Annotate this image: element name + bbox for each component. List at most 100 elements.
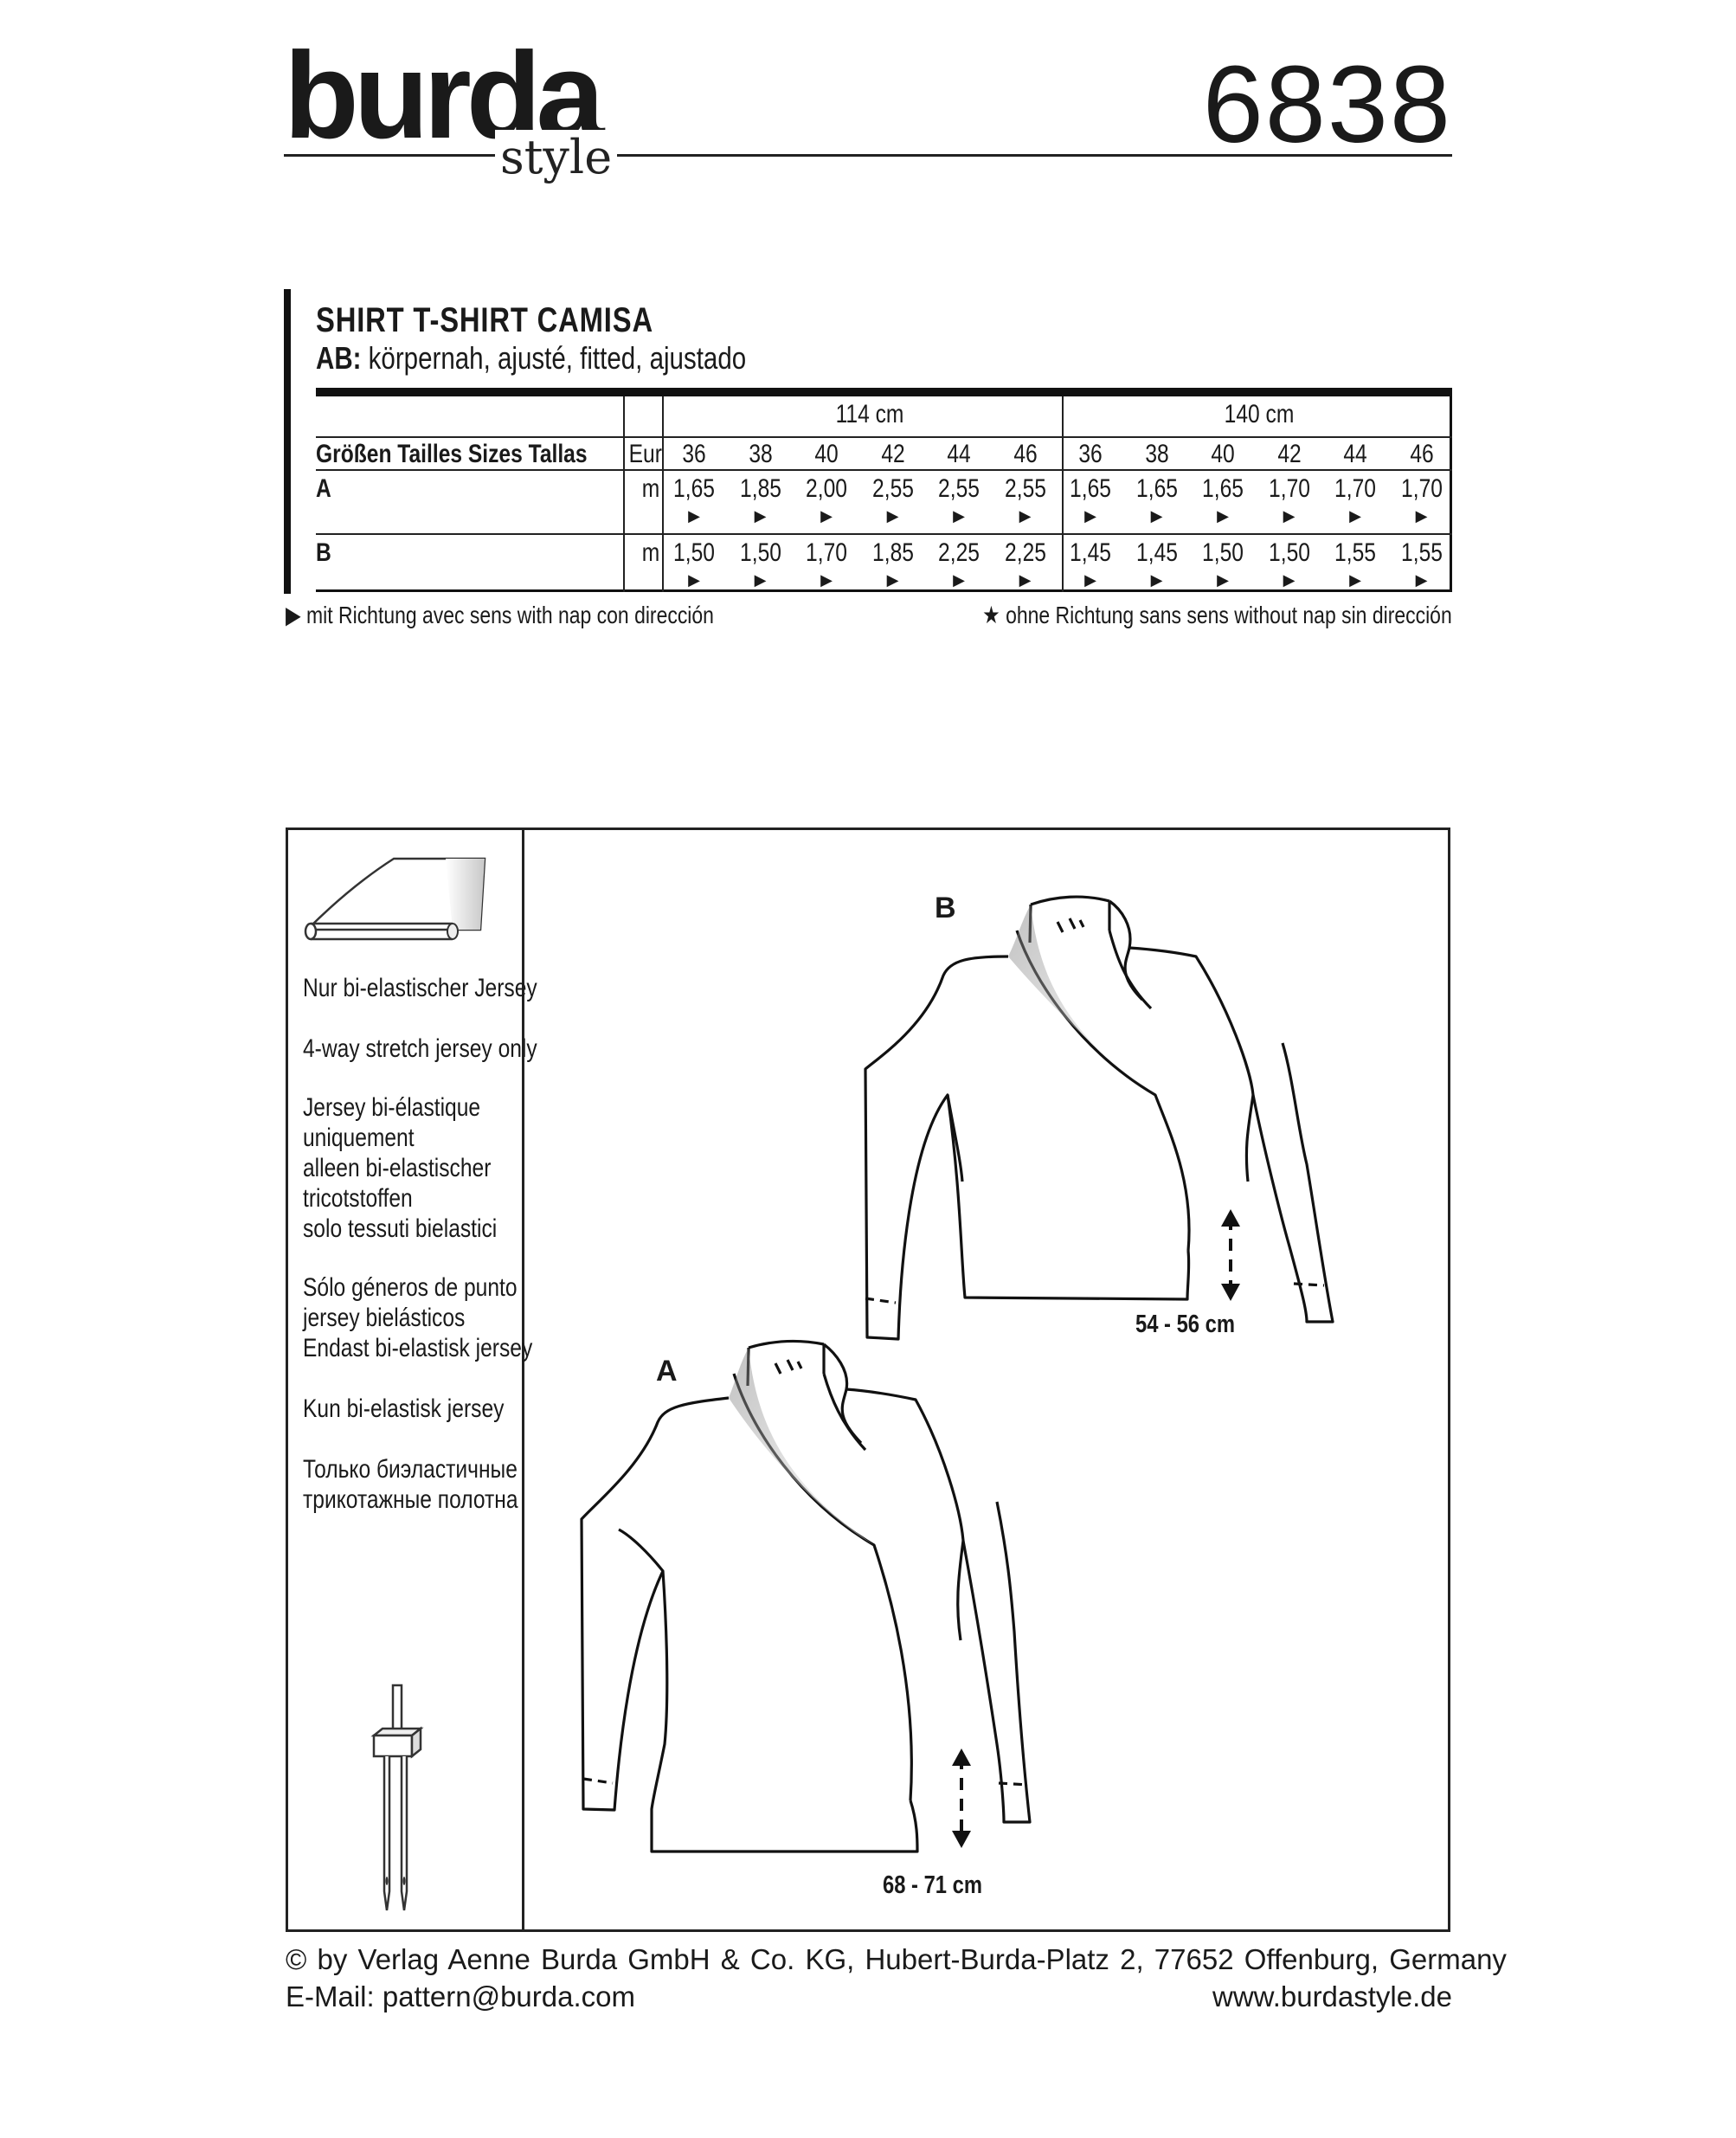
row-label-a: A: [316, 474, 331, 503]
size-42: 42: [880, 440, 905, 468]
garment-title: SHIRT T-SHIRT CAMISA: [316, 301, 653, 339]
row-label-b: B: [316, 538, 331, 567]
with-nap-marker: ▶: [688, 507, 700, 525]
yardage-value: 2,25: [1004, 538, 1046, 567]
yardage-value: 2,00: [806, 474, 847, 503]
yardage-value: 1,50: [1202, 538, 1244, 567]
yardage-value: 1,65: [673, 474, 715, 503]
with-nap-marker: ▶: [1150, 507, 1163, 525]
yardage-value: 2,55: [938, 474, 980, 503]
size-44: 44: [1343, 440, 1367, 468]
fabric-note-line: uniquement: [303, 1124, 415, 1152]
with-nap-marker: ▶: [1084, 571, 1096, 589]
with-nap-marker: ▶: [1349, 571, 1361, 589]
table-divider: [662, 396, 664, 592]
legend-with-nap: ▶ mit Richtung avec sens with nap con di…: [286, 602, 714, 628]
size-40: 40: [814, 440, 839, 468]
yardage-value: 1,50: [1268, 538, 1310, 567]
yardage-value: 1,85: [739, 474, 781, 503]
fabric-note-line: Nur bi-elastischer Jersey: [303, 974, 537, 1002]
copyright: © by Verlag Aenne Burda GmbH & Co. KG, H…: [286, 1943, 1507, 1975]
fabric-note-line: jersey bielásticos: [303, 1304, 466, 1332]
size-44: 44: [947, 440, 971, 468]
legend-without-nap: ★ ohne Richtung sans sens without nap si…: [982, 602, 1452, 628]
with-nap-marker: ▶: [688, 571, 700, 589]
size-36: 36: [1078, 440, 1103, 468]
with-nap-marker: ▶: [1415, 507, 1428, 525]
length-measure-b: 54 - 56 cm: [1135, 1310, 1236, 1338]
with-nap-marker: ▶: [886, 507, 899, 525]
view-label-a: A: [656, 1355, 678, 1388]
header-rule: [284, 154, 1452, 157]
with-nap-marker: ▶: [1217, 571, 1229, 589]
yardage-value: 1,85: [871, 538, 914, 567]
eur-label: Eur: [628, 440, 662, 468]
size-40: 40: [1211, 440, 1235, 468]
table-divider: [316, 533, 1452, 535]
unit-b: m: [641, 538, 660, 567]
with-nap-marker: ▶: [1019, 571, 1032, 589]
fabric-note-line: Endast bi-elastisk jersey: [303, 1334, 533, 1362]
yardage-value: 2,25: [938, 538, 980, 567]
with-nap-marker: ▶: [1019, 507, 1032, 525]
with-nap-marker: ▶: [1217, 507, 1229, 525]
fabric-note-line: alleen bi-elastischer: [303, 1154, 492, 1182]
with-nap-marker: ▶: [953, 507, 965, 525]
table-divider: [623, 396, 625, 592]
fabric-note: solo tessuti bielastici: [303, 1214, 497, 1244]
fabric-roll-icon: [304, 857, 486, 941]
with-nap-marker: ▶: [1415, 571, 1428, 589]
with-nap-marker: ▶: [754, 507, 767, 525]
view-label-b: B: [935, 892, 956, 924]
twin-needle-icon: [370, 1684, 424, 1911]
fabric-note-line: tricotstoffen: [303, 1184, 413, 1213]
yardage-value: 1,55: [1334, 538, 1376, 567]
with-nap-marker: ▶: [1283, 571, 1296, 589]
panel-divider: [522, 828, 524, 1932]
with-nap-marker: ▶: [1349, 507, 1361, 525]
length-measure-a: 68 - 71 cm: [883, 1871, 983, 1899]
size-38: 38: [748, 440, 773, 468]
width-header-114: 114 cm: [835, 400, 904, 428]
size-36: 36: [682, 440, 706, 468]
yardage-value: 1,45: [1135, 538, 1178, 567]
yardage-value: 1,65: [1070, 474, 1111, 503]
views-label: AB:: [316, 340, 362, 376]
garment-a-sketch: [580, 1339, 1032, 1853]
pattern-number: 6838: [1202, 43, 1452, 165]
yardage-value: 1,70: [1400, 474, 1443, 503]
unit-a: m: [641, 474, 660, 503]
garment-b-sketch: [864, 895, 1334, 1341]
yardage-table: 114 cm 140 cm Größen Tailles Sizes Talla…: [316, 388, 1452, 592]
yardage-value: 1,55: [1400, 538, 1443, 567]
with-nap-marker: ▶: [754, 571, 767, 589]
with-nap-marker: ▶: [886, 571, 899, 589]
contact-email[interactable]: E-Mail: pattern@burda.com: [286, 1980, 635, 2012]
yardage-value: 2,55: [1004, 474, 1046, 503]
fabric-note-line: solo tessuti bielastici: [303, 1214, 498, 1243]
yardage-value: 1,70: [1268, 474, 1310, 503]
fabric-note-line: Jersey bi-élastique: [303, 1093, 481, 1122]
sizes-label: Größen Tailles Sizes Tallas: [316, 440, 588, 468]
with-nap-marker: ▶: [1283, 507, 1296, 525]
illustration-panel: [286, 828, 1450, 1932]
table-divider: [1062, 396, 1064, 592]
size-38: 38: [1144, 440, 1169, 468]
garment-fit: AB: körpernah, ajusté, fitted, ajustado: [316, 340, 746, 377]
table-divider: [316, 469, 1452, 471]
fabric-note-line: Kun bi-elastisk jersey: [303, 1394, 505, 1423]
fabric-note-line: трикотажные полотна: [303, 1485, 518, 1514]
yardage-value: 1,65: [1202, 474, 1244, 503]
fabric-note: Nur bi-elastischer Jersey: [303, 973, 537, 1003]
length-arrow-a: [952, 1748, 971, 1848]
size-46: 46: [1013, 440, 1038, 468]
yardage-value: 1,70: [806, 538, 847, 567]
website-link[interactable]: www.burdastyle.de: [1212, 1980, 1452, 2012]
width-header-140: 140 cm: [1224, 400, 1295, 428]
fabric-note: Kun bi-elastisk jersey: [303, 1394, 504, 1424]
fabric-note-line: Sólo géneros de punto: [303, 1273, 518, 1302]
brand-logo-style: style: [495, 130, 618, 184]
